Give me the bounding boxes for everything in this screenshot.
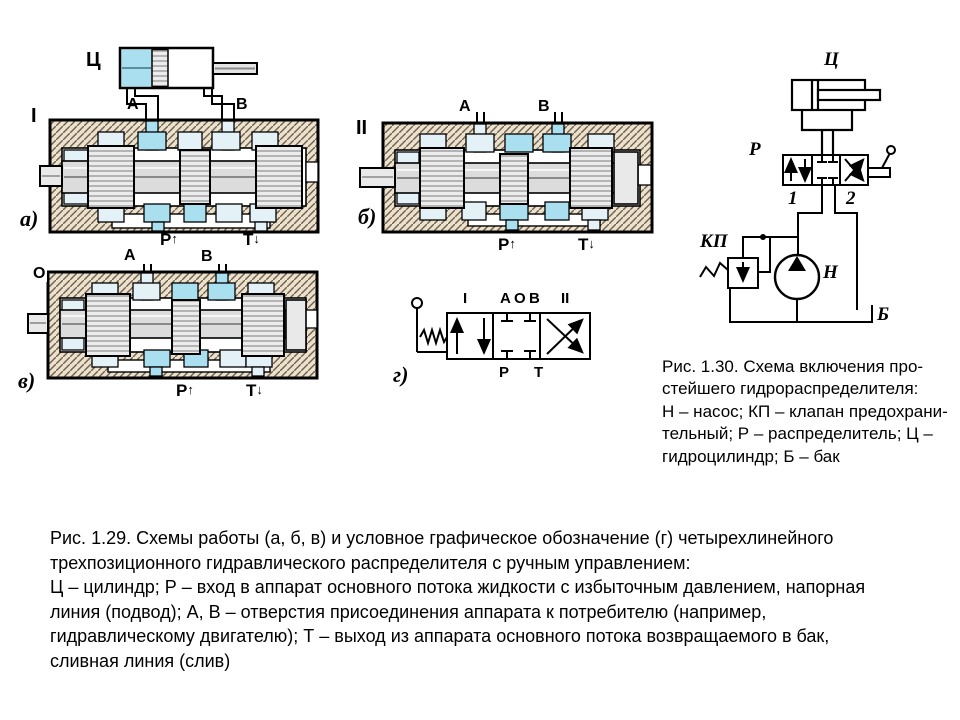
label-port-a-P: Р↑ [160, 230, 178, 249]
label-port-b-A: А [459, 98, 471, 115]
label-cylinder-a: Ц [86, 49, 101, 71]
label-section-b: II [356, 117, 368, 139]
label-port-v-B: В [201, 248, 213, 265]
label-tag-a: а) [20, 206, 39, 231]
diagram-a-svg [39, 46, 320, 234]
label-port-b-T: Т↓ [578, 235, 595, 254]
label-fig130-tank: Б [877, 304, 890, 325]
label-port-a-B: В [236, 96, 248, 113]
label-tag-g: г) [393, 362, 409, 387]
label-section-a: I [31, 105, 37, 127]
label-fig130-valve: Р [749, 139, 761, 160]
label-position-v: О [31, 265, 48, 282]
label-port-v-P: Р↑ [176, 381, 194, 400]
label-port-b-B: В [538, 98, 550, 115]
fig130-pump [773, 253, 821, 301]
spool-b [359, 147, 639, 209]
label-g-pos-o: О [514, 290, 526, 307]
label-g-pos-ii: II [561, 290, 570, 307]
label-fig130-port2: 2 [846, 188, 856, 209]
label-port-a-A: А [127, 96, 139, 113]
label-g-port-P: Р [499, 364, 510, 381]
label-port-b-P: Р↑ [498, 235, 516, 254]
fig130-lines [729, 185, 873, 323]
label-port-a-T: Т↓ [243, 230, 260, 249]
label-port-v-A: А [124, 247, 136, 264]
spool-v [27, 293, 307, 357]
fig130-valve [782, 145, 896, 186]
cylinder-a [118, 46, 258, 90]
label-port-v-T: Т↓ [246, 381, 263, 400]
fig130-svg [699, 78, 896, 323]
label-tag-v: в) [18, 368, 36, 393]
label-g-port-T: Т [534, 364, 544, 381]
fig130-caption: Рис. 1.30. Схема включения про- стейшего… [662, 357, 948, 466]
label-fig130-pump: Н [823, 262, 838, 283]
fig129-caption: Рис. 1.29. Схемы работы (а, б, в) и усло… [50, 528, 866, 671]
valve-symbol [411, 297, 591, 360]
label-g-port-B: В [529, 290, 540, 307]
diagram-v-svg [27, 264, 319, 380]
spool-a [39, 145, 303, 209]
label-g-port-A: А [500, 290, 511, 307]
fig130-relief-valve [699, 257, 759, 289]
pipes-a [126, 88, 235, 120]
label-fig130-port1: 1 [788, 188, 798, 209]
label-g-pos-i: I [463, 290, 468, 307]
fig130-cylinder [790, 78, 882, 155]
label-fig130-relief: КП [700, 231, 728, 252]
diagram-g-svg [411, 297, 591, 360]
diagram-b-svg [359, 112, 654, 234]
label-tag-b: б) [358, 204, 377, 229]
label-fig130-cylinder: Ц [824, 49, 839, 70]
